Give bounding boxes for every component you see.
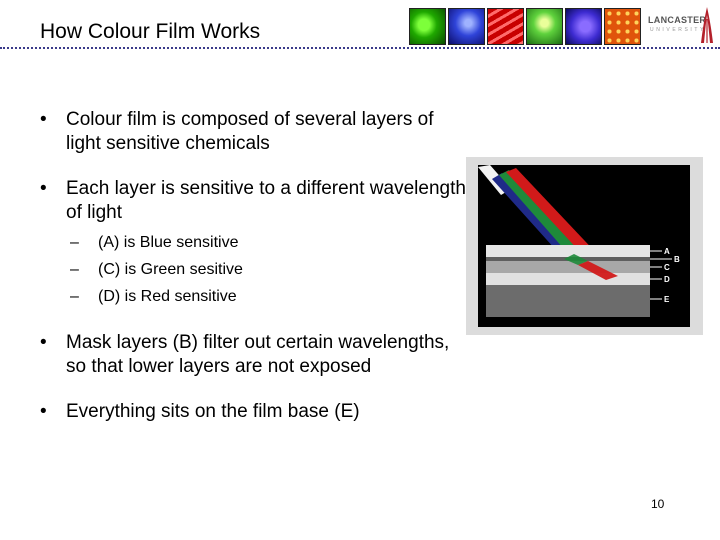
layer-label-d: D bbox=[664, 275, 670, 284]
banner-tile-green-pin bbox=[526, 8, 563, 45]
bullet-item: Each layer is sensitive to a different w… bbox=[37, 177, 467, 310]
red-ray-tip bbox=[578, 261, 618, 280]
slide-title: How Colour Film Works bbox=[40, 20, 261, 43]
blue-light-ray bbox=[492, 173, 574, 259]
bullet-text: Colour film is composed of several layer… bbox=[66, 109, 434, 154]
film-layer-d bbox=[486, 273, 650, 285]
bullet-text: Everything sits on the film base (E) bbox=[66, 401, 360, 422]
sub-bullet-item: (A) is Blue sensitive bbox=[66, 229, 467, 256]
bullet-item: Mask layers (B) filter out certain wavel… bbox=[37, 331, 467, 379]
film-base-e bbox=[486, 285, 650, 317]
title-divider bbox=[0, 47, 720, 49]
bullet-item: Colour film is composed of several layer… bbox=[37, 108, 467, 156]
bullet-list: Colour film is composed of several layer… bbox=[37, 108, 467, 424]
page-number: 10 bbox=[651, 497, 665, 511]
film-layers-diagram: A B C D E bbox=[466, 157, 703, 335]
film-layer-c bbox=[486, 261, 650, 273]
logo-emblem-icon bbox=[701, 7, 713, 43]
lancaster-university-logo: LANCASTER UNIVERSITY bbox=[648, 6, 714, 48]
bullet-text: Mask layers (B) filter out certain wavel… bbox=[66, 332, 450, 377]
layer-label-e: E bbox=[664, 295, 670, 304]
logo-wordmark: LANCASTER bbox=[648, 15, 707, 25]
bullet-item: Everything sits on the film base (E) bbox=[37, 400, 467, 424]
sub-bullet-item: (D) is Red sensitive bbox=[66, 283, 467, 310]
banner-tile-green-circuit bbox=[409, 8, 446, 45]
green-light-ray bbox=[499, 170, 588, 265]
layer-label-b: B bbox=[674, 255, 680, 264]
sub-bullet-list: (A) is Blue sensitive (C) is Green sesit… bbox=[66, 229, 467, 310]
banner-tile-red-streaks bbox=[487, 8, 524, 45]
header-image-strip bbox=[409, 8, 641, 45]
layer-label-a: A bbox=[664, 247, 670, 256]
film-layer-a bbox=[486, 245, 650, 257]
green-ray-tip bbox=[564, 254, 588, 265]
layer-label-c: C bbox=[664, 263, 670, 272]
banner-tile-blue-ear bbox=[565, 8, 602, 45]
sub-bullet-item: (C) is Green sesitive bbox=[66, 256, 467, 283]
banner-tile-blue-spiral bbox=[448, 8, 485, 45]
logo-subtitle: UNIVERSITY bbox=[650, 27, 707, 33]
bullet-text: Each layer is sensitive to a different w… bbox=[66, 178, 466, 223]
banner-tile-orange-grid bbox=[604, 8, 641, 45]
